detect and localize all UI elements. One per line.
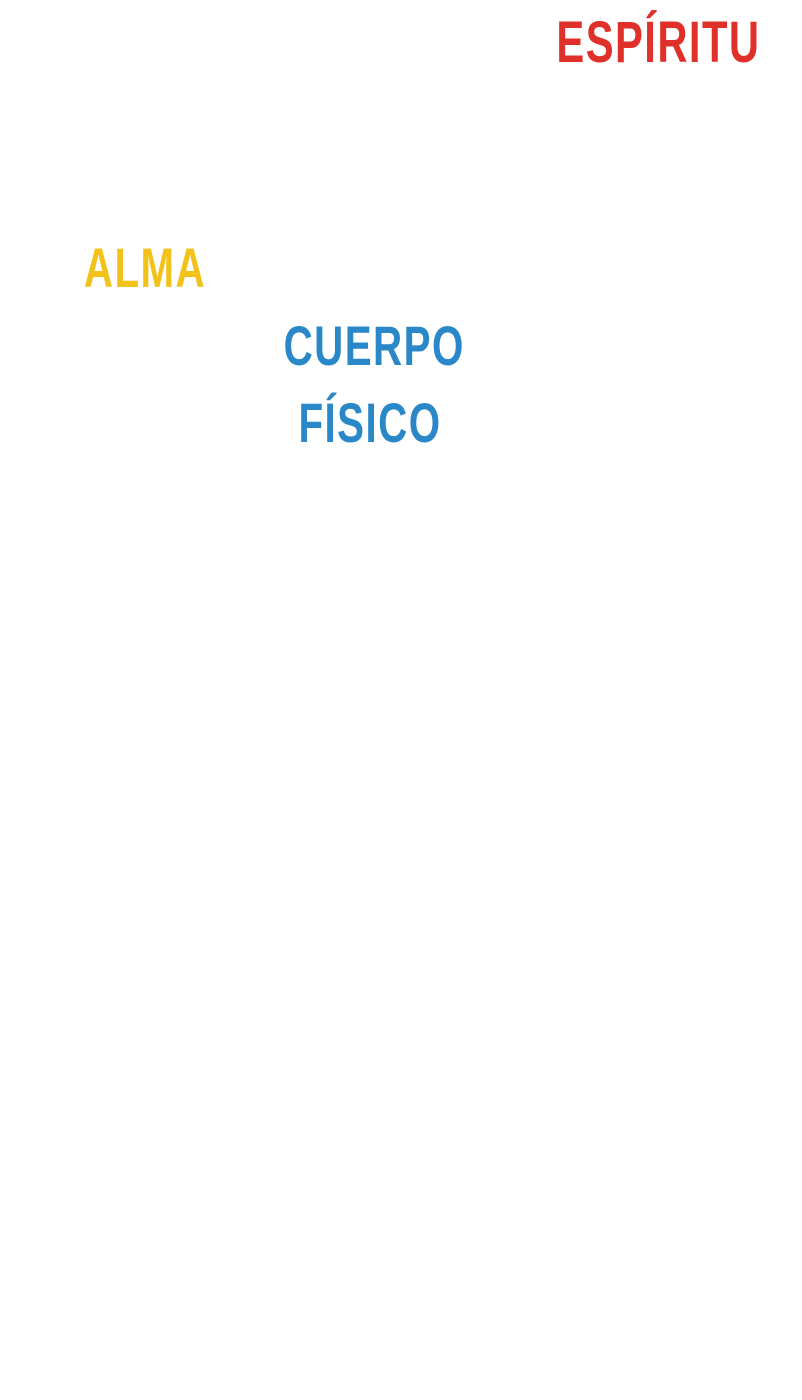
label-espiritu: ESPÍRITU [556,14,743,72]
label-alma: ALMA [80,240,210,296]
cuerpo-figure-icon [222,480,522,1400]
espiritu-figure-icon [505,100,802,1020]
